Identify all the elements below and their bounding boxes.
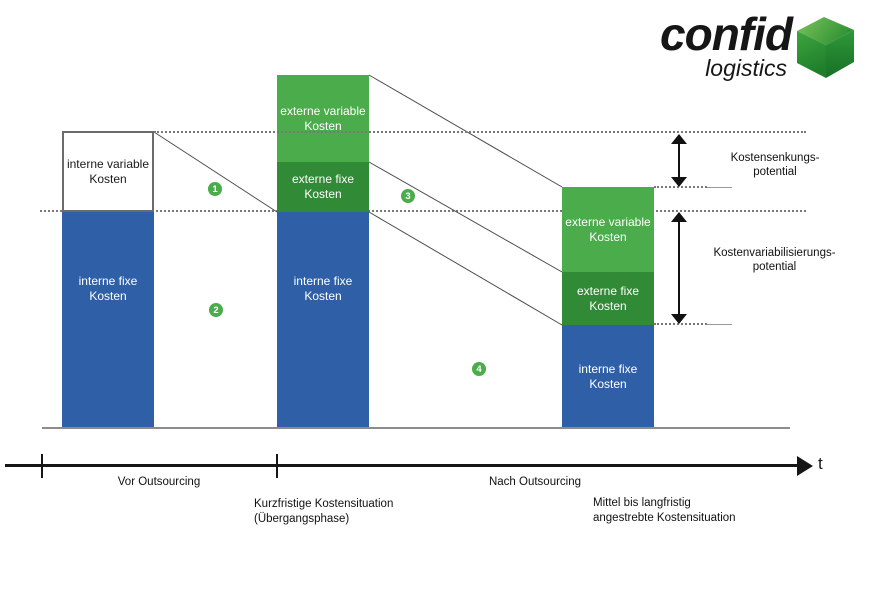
marker-3: 3 [401,189,415,203]
logo-wordmark: confid [660,8,793,60]
segment-label: Kosten [304,289,342,303]
segment-interne-fixe-kosten-langfristig: interne fixe Kosten [562,325,654,428]
segment-interne-fixe-kosten-kurzfristig: interne fixe Kosten [277,212,369,428]
guide-line-longterm-top [654,186,707,188]
guide-line-longterm-fixed-end [707,324,732,325]
marker-4: 4 [472,362,486,376]
segment-label: Kosten [589,376,627,391]
arrow-down-icon [671,314,687,324]
logo-cube-icon [797,17,854,78]
segment-externe-fixe-kosten-kurzfristig: externe fixe Kosten [277,162,369,212]
kostenvariabilisierungspotential-label: Kostenvariabilisierungs- potential [713,247,836,273]
segment-label: externe variable [280,103,366,118]
axis-tick-1 [41,454,43,478]
kostensenkung-double-arrow-icon [671,134,687,187]
kostensenkungspotential-label: Kostensenkungs- potential [730,152,820,178]
logo: confid logistics [600,8,793,82]
arrow-down-icon [671,177,687,187]
arrow-up-icon [671,134,687,144]
segment-label: Kosten [304,187,342,201]
segment-label: Kosten [589,229,627,244]
segment-label: Kosten [589,298,627,313]
guide-line-internal-fixed-level [40,210,806,212]
segment-interne-fixe-kosten-vor: interne fixe Kosten [62,212,154,428]
segment-label: interne fixe [78,274,138,288]
guide-line-longterm-top-end [707,187,732,188]
arrow-shaft [678,144,680,177]
phase-nach-outsourcing-label: Nach Outsourcing [488,476,582,488]
segment-externe-variable-kosten-kurzfristig: externe variable Kosten [277,75,369,162]
segment-label: Kosten [89,289,127,303]
segment-label: Kosten [89,171,127,186]
phase-vor-outsourcing-label: Vor Outsourcing [117,476,201,488]
caption-kurzfristige-kostensituation: Kurzfristige Kostensituation (Übergangsp… [254,498,394,525]
axis-tick-2 [276,454,278,478]
segment-label: externe variable [565,214,651,229]
guide-line-longterm-fixed [654,323,707,325]
segment-label: interne variable [66,156,150,171]
segment-externe-fixe-kosten-langfristig: externe fixe Kosten [562,272,654,325]
marker-2: 2 [209,303,223,317]
guide-line-total-before-level [154,131,806,133]
time-axis [5,464,799,467]
cost-baseline [42,427,790,429]
segment-label: interne fixe [293,274,353,288]
segment-label: Kosten [304,118,342,133]
segment-externe-variable-kosten-langfristig: externe variable Kosten [562,187,654,272]
segment-label: interne fixe [578,361,638,376]
arrow-shaft [678,222,680,314]
time-axis-arrowhead-icon [797,456,813,476]
arrow-up-icon [671,212,687,222]
segment-interne-variable-kosten-vor: interne variable Kosten [62,131,154,212]
time-axis-label: t [818,454,823,473]
segment-label: externe fixe [576,283,640,298]
segment-label: externe fixe [291,172,355,186]
logo-subtitle: logistics [705,55,787,82]
marker-1: 1 [208,182,222,196]
kostenvariabilisierung-double-arrow-icon [671,212,687,324]
caption-langfristige-kostensituation: Mittel bis langfristig angestrebte Koste… [593,497,736,524]
